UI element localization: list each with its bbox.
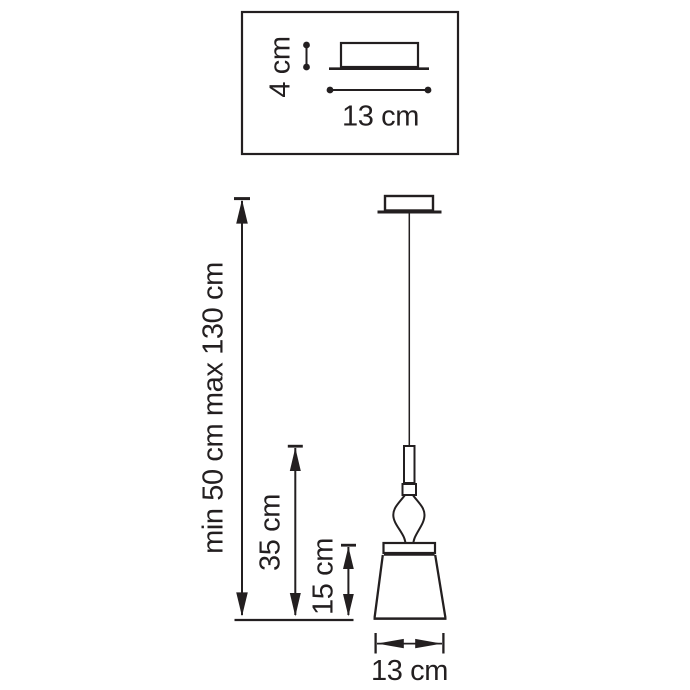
dimension-dot <box>326 86 334 94</box>
canopy-detail-box: 4 cm 13 cm <box>240 10 460 156</box>
socket-stem <box>403 445 416 484</box>
canopy-width-label: 13 cm <box>342 101 419 133</box>
glass-body <box>392 494 426 547</box>
shade <box>373 541 447 620</box>
body-height-label: 35 cm <box>255 494 287 571</box>
suspension-range-label: min 50 cm max 130 cm <box>198 262 230 554</box>
canopy-profile <box>339 41 420 69</box>
shade-ring <box>382 541 437 555</box>
arrow-up-icon <box>236 199 248 224</box>
body-height-dimension: 35 cm <box>255 444 303 617</box>
dimension-dot <box>303 41 310 49</box>
shade-height-dimension: 15 cm <box>308 538 356 617</box>
shade-sides <box>373 554 447 618</box>
socket-collar <box>401 483 417 496</box>
arrow-down-icon <box>236 592 248 617</box>
arrow-right-icon <box>415 638 442 649</box>
arrow-up-icon <box>289 447 301 471</box>
suspension-dimension: min 50 cm max 130 cm <box>198 197 250 617</box>
canopy-height-label: 4 cm <box>265 36 297 97</box>
dimension-dot <box>303 63 310 71</box>
arrow-up-icon <box>343 546 354 569</box>
detail-box-border <box>240 10 460 156</box>
pendant-lamp <box>373 194 447 620</box>
arrow-down-icon <box>343 594 354 617</box>
arrow-down-icon <box>289 593 301 617</box>
shade-height-label: 15 cm <box>308 538 340 615</box>
dimension-dot <box>424 86 432 94</box>
canopy-height-dimension: 4 cm <box>265 36 310 98</box>
shade-width-dimension: 13 cm <box>371 633 448 687</box>
shade-width-label: 13 cm <box>371 655 448 687</box>
canopy-width-dimension: 13 cm <box>326 86 432 133</box>
dimension-lines: min 50 cm max 130 cm 35 cm 15 cm <box>198 197 448 687</box>
arrow-left-icon <box>377 638 404 649</box>
ceiling-mount <box>383 194 435 212</box>
